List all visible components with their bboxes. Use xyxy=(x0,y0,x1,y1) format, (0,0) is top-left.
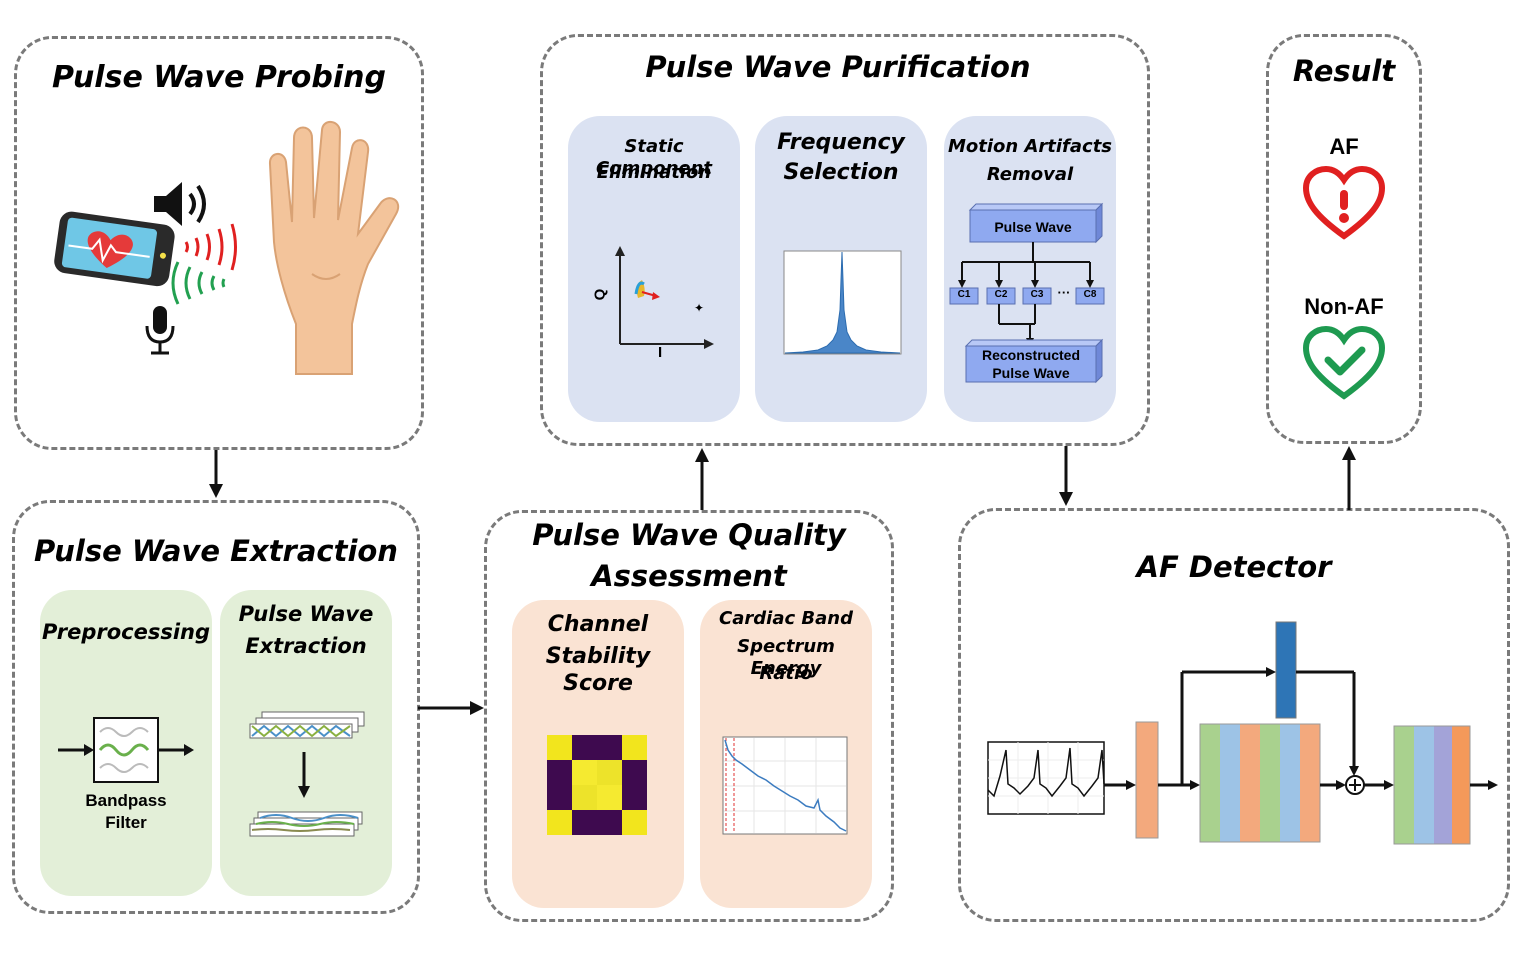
motion-top-block-label: Pulse Wave xyxy=(994,219,1072,235)
component-label-c2: C2 xyxy=(994,289,1008,300)
reconstructed-label-2: Pulse Wave xyxy=(992,365,1070,381)
frequency-title-1: Frequency xyxy=(777,130,905,155)
af-detector-box xyxy=(958,508,1510,922)
motion-flow-diagram xyxy=(949,202,1105,384)
af-heart-warning-icon xyxy=(1302,165,1386,240)
axis-q-label: Q xyxy=(591,288,609,301)
incoming-sound-waves-icon xyxy=(171,261,226,305)
purification-title: Pulse Wave Purification xyxy=(645,50,1031,84)
arrow-quality-to-purification xyxy=(695,448,709,510)
cbser-title-1: Cardiac Band xyxy=(719,608,853,629)
pulse-wave-probing-box xyxy=(14,36,424,450)
af-detector-network xyxy=(987,621,1498,845)
microphone-icon xyxy=(145,306,175,355)
arrow-purification-to-detector xyxy=(1059,446,1073,506)
arrow-probing-to-extraction xyxy=(209,450,223,498)
quality-title-1: Pulse Wave Quality xyxy=(532,518,846,552)
stability-heatmap xyxy=(547,735,647,835)
component-label-c8: C8 xyxy=(1083,289,1097,300)
arrow-detector-to-result xyxy=(1342,446,1356,510)
component-ellipsis: ··· xyxy=(1057,285,1071,300)
spectrum-energy-plot xyxy=(722,736,848,835)
static-title-2: Elimination xyxy=(596,162,712,183)
pulse-wave-purification-box xyxy=(540,34,1150,446)
iq-plot: ✦ xyxy=(615,246,714,349)
result-box xyxy=(1266,34,1422,444)
extraction-title: Pulse Wave Extraction xyxy=(34,534,398,568)
outgoing-sound-waves-icon xyxy=(184,223,237,271)
af-label: AF xyxy=(1329,134,1359,159)
quality-title-2: Assessment xyxy=(591,559,787,593)
quality-assessment-box xyxy=(484,510,894,922)
non-af-heart-check-icon xyxy=(1302,325,1386,400)
stacked-waveform-channels-icon xyxy=(249,711,365,837)
cbser-title-3: Ratio xyxy=(759,663,813,684)
af-detector-title: AF Detector xyxy=(1136,550,1332,584)
pwe-title-1: Pulse Wave xyxy=(238,602,374,626)
probing-title: Pulse Wave Probing xyxy=(52,60,386,95)
component-label-c1: C1 xyxy=(957,289,971,300)
axis-i-label: I xyxy=(658,344,663,361)
reconstructed-label-1: Reconstructed xyxy=(981,347,1081,363)
motion-title-2: Removal xyxy=(986,164,1074,185)
frequency-title-2: Selection xyxy=(783,160,899,185)
svg-text:✦: ✦ xyxy=(694,301,704,315)
arrow-extraction-to-quality xyxy=(418,701,484,715)
static-title-1: Static Component xyxy=(595,136,713,179)
smartphone-icon xyxy=(54,211,175,287)
css-title-2: Stability Score xyxy=(545,644,651,696)
preprocessing-title: Preprocessing xyxy=(41,620,211,644)
motion-title-1: Motion Artifacts xyxy=(947,136,1113,157)
speaker-icon xyxy=(154,182,206,226)
bandpass-label-2: Filter xyxy=(105,813,147,832)
css-title-1: Channel xyxy=(547,612,649,637)
hand-icon xyxy=(269,121,399,375)
non-af-label: Non-AF xyxy=(1304,294,1384,319)
bandpass-filter-icon xyxy=(58,717,194,783)
result-title: Result xyxy=(1292,54,1396,88)
cbser-title-2: Spectrum Energy xyxy=(737,636,835,679)
static-component-panel: Static Component Elimination xyxy=(568,116,740,422)
component-label-c3: C3 xyxy=(1030,289,1044,300)
bandpass-label-1: Bandpass xyxy=(85,791,167,810)
pulse-wave-extraction-panel: Pulse Wave Extraction xyxy=(220,590,392,896)
pwe-title-2: Extraction xyxy=(245,634,367,658)
frequency-spectrum-plot xyxy=(783,250,902,355)
